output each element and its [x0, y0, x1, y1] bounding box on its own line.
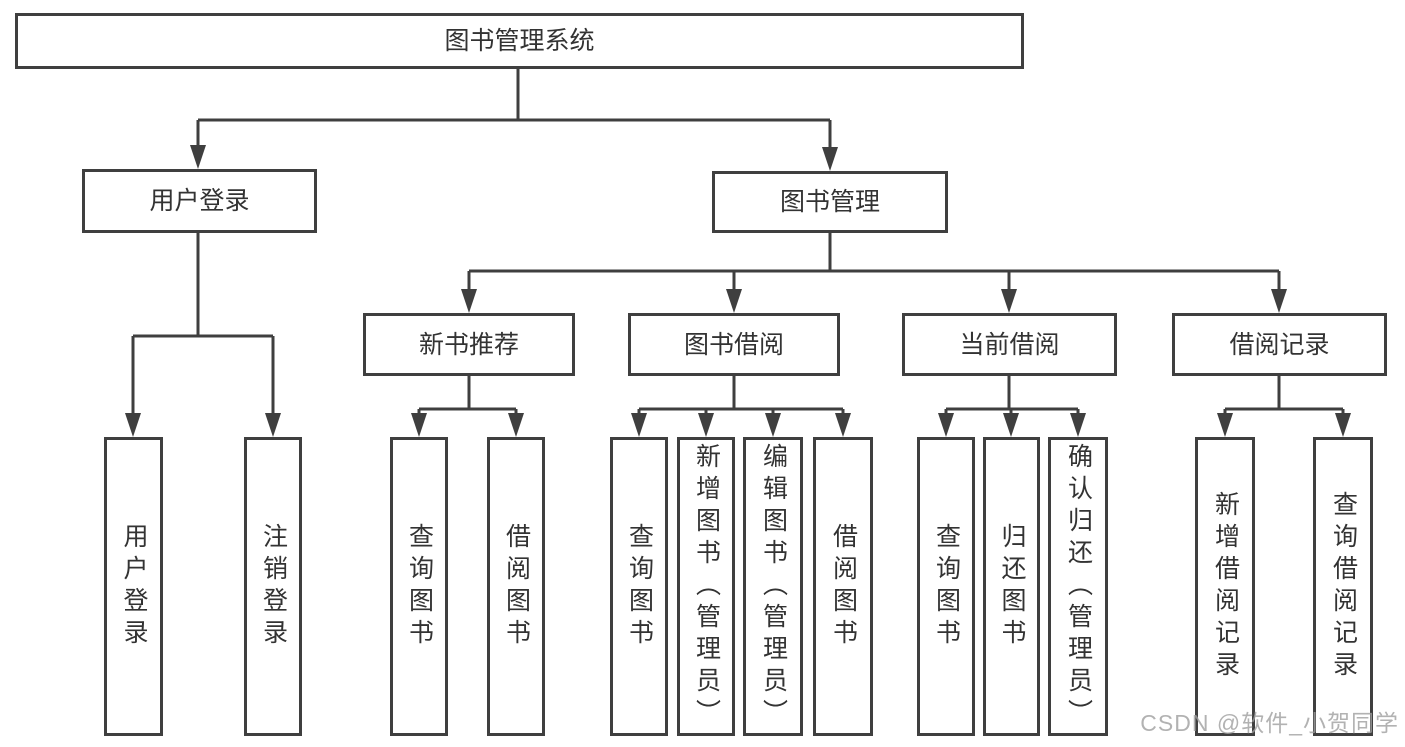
- leaf-bb-edit-books: 编辑图书（管理员）: [743, 437, 803, 736]
- leaf-rec-borrow-books-label: 借阅图书: [502, 522, 531, 651]
- leaf-bb-edit-books-label: 编辑图书（管理员）: [759, 442, 788, 731]
- node-current-borrowing: 当前借阅: [902, 313, 1117, 376]
- node-current-borrowing-label: 当前借阅: [959, 330, 1060, 359]
- leaf-br-add-record-label: 新增借阅记录: [1211, 490, 1240, 683]
- leaf-rec-borrow-books: 借阅图书: [487, 437, 545, 736]
- node-user-login-label: 用户登录: [149, 187, 250, 215]
- leaf-logout: 注销登录: [244, 437, 302, 736]
- csdn-watermark: CSDN @软件_小贺同学: [1140, 710, 1399, 736]
- leaf-bb-add-books-label: 新增图书（管理员）: [692, 442, 721, 731]
- node-new-book-recommend-label: 新书推荐: [418, 330, 519, 359]
- leaf-br-query-record-label: 查询借阅记录: [1329, 490, 1358, 683]
- leaf-rec-query-books-label: 查询图书: [405, 522, 434, 651]
- leaf-bb-query-books-label: 查询图书: [625, 522, 654, 651]
- leaf-bb-add-books: 新增图书（管理员）: [677, 437, 735, 736]
- node-root-library-system: 图书管理系统: [15, 13, 1024, 69]
- leaf-rec-query-books: 查询图书: [390, 437, 448, 736]
- leaf-cb-query-books-label: 查询图书: [932, 522, 961, 651]
- leaf-user-login: 用户登录: [104, 437, 163, 736]
- node-borrowing-records-label: 借阅记录: [1229, 330, 1330, 359]
- leaf-user-login-label: 用户登录: [120, 522, 148, 651]
- node-book-management-label: 图书管理: [779, 188, 880, 216]
- leaf-cb-confirm-return-label: 确认归还（管理员）: [1064, 442, 1093, 731]
- node-user-login: 用户登录: [82, 169, 317, 233]
- node-borrowing-records: 借阅记录: [1172, 313, 1387, 376]
- leaf-br-query-record: 查询借阅记录: [1313, 437, 1373, 736]
- node-book-borrowing: 图书借阅: [628, 313, 840, 376]
- leaf-cb-confirm-return: 确认归还（管理员）: [1048, 437, 1108, 736]
- node-book-borrowing-label: 图书借阅: [683, 330, 784, 359]
- leaf-br-add-record: 新增借阅记录: [1195, 437, 1255, 736]
- node-new-book-recommend: 新书推荐: [363, 313, 575, 376]
- leaf-logout-label: 注销登录: [259, 522, 288, 651]
- leaf-bb-borrow-books: 借阅图书: [813, 437, 873, 736]
- leaf-bb-borrow-books-label: 借阅图书: [829, 522, 858, 651]
- node-root-label: 图书管理系统: [444, 27, 595, 55]
- leaf-cb-query-books: 查询图书: [917, 437, 975, 736]
- leaf-cb-return-books: 归还图书: [983, 437, 1040, 736]
- arrowheads: [125, 145, 1351, 437]
- node-book-management: 图书管理: [712, 171, 948, 233]
- leaf-bb-query-books: 查询图书: [610, 437, 668, 736]
- leaf-cb-return-books-label: 归还图书: [998, 522, 1026, 651]
